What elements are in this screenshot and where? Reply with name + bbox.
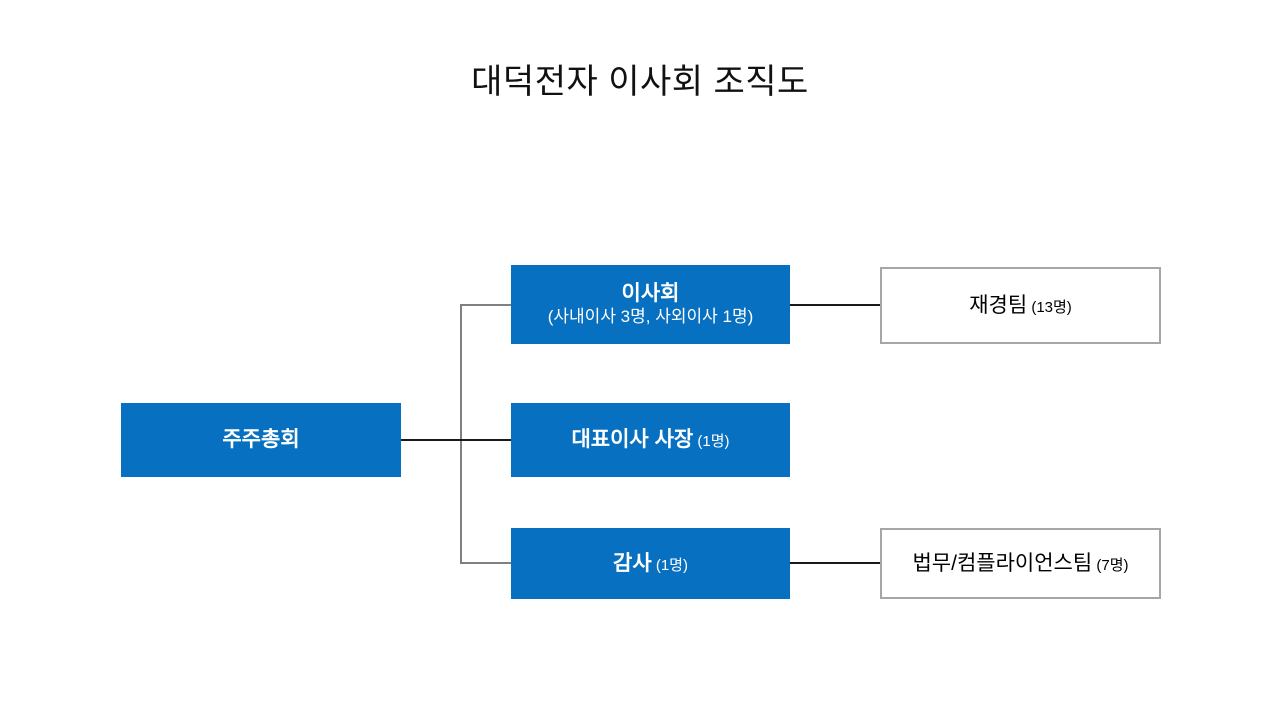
org-node-finance-team[interactable]: 재경팀 (13명)	[880, 267, 1161, 344]
org-node-shareholders-title: 주주총회	[222, 428, 300, 452]
org-node-finance-team-title: 재경팀 (13명)	[969, 293, 1072, 317]
org-node-finance-team-count: (13명)	[1027, 298, 1072, 316]
org-node-auditor-title: 감사 (1명)	[613, 551, 688, 575]
org-node-legal-compliance-team-count: (7명)	[1092, 556, 1129, 574]
org-node-shareholders[interactable]: 주주총회	[121, 403, 401, 477]
org-node-ceo-count: (1명)	[693, 433, 730, 451]
connector-spine-to-board	[460, 304, 512, 306]
org-node-ceo-title: 대표이사 사장 (1명)	[571, 428, 730, 452]
connector-auditor-to-legal	[790, 562, 881, 564]
org-node-ceo[interactable]: 대표이사 사장 (1명)	[511, 403, 790, 477]
org-node-board-subtitle: (사내이사 3명, 사외이사 1명)	[547, 307, 754, 327]
org-node-auditor-count: (1명)	[651, 556, 688, 574]
org-node-legal-compliance-team-title: 법무/컴플라이언스팀 (7명)	[912, 551, 1129, 575]
connector-spine-to-auditor	[460, 562, 512, 564]
org-node-legal-compliance-team[interactable]: 법무/컴플라이언스팀 (7명)	[880, 528, 1161, 599]
connector-board-to-finance	[790, 304, 881, 306]
page-title: 대덕전자 이사회 조직도	[471, 63, 809, 101]
connector-shareholders-to-ceo	[401, 439, 512, 441]
org-node-board[interactable]: 이사회 (사내이사 3명, 사외이사 1명)	[511, 265, 790, 344]
connector-vertical-spine	[460, 304, 462, 564]
org-node-board-title: 이사회	[621, 281, 680, 305]
org-node-auditor[interactable]: 감사 (1명)	[511, 528, 790, 599]
